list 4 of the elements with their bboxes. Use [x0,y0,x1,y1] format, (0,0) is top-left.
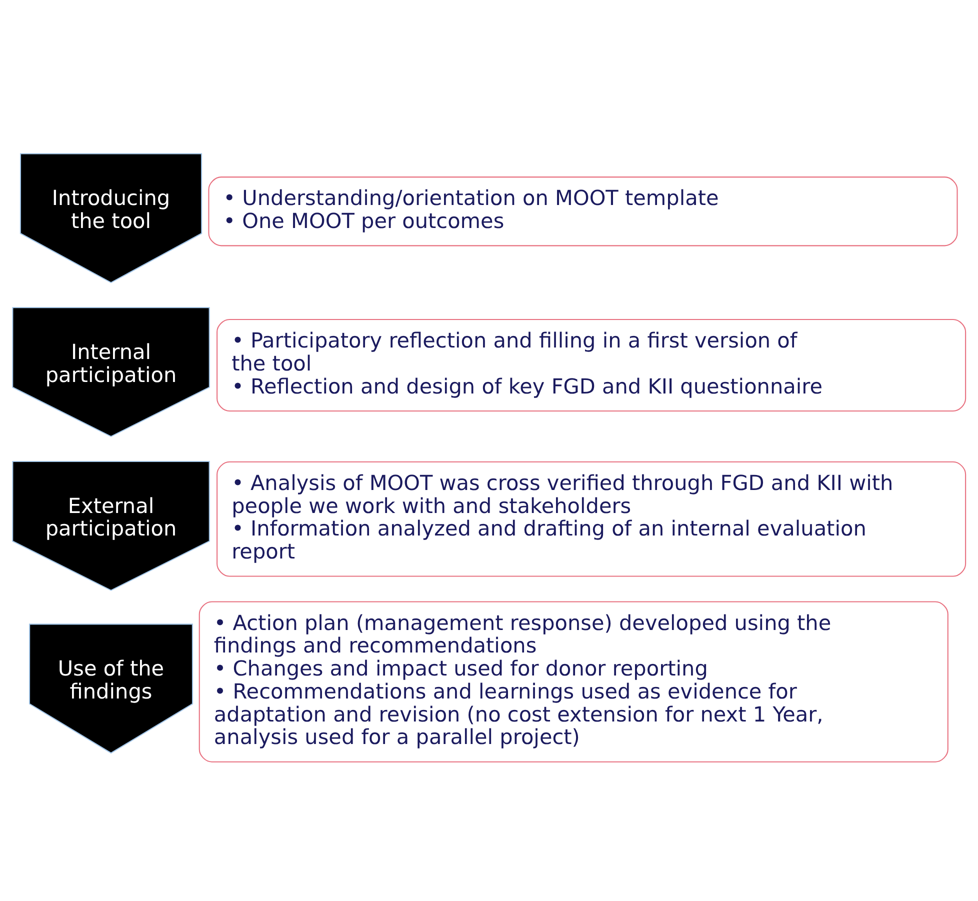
node-box: • Understanding/orientation on MOOT template • One MOOT per outcomes [208,176,958,246]
node-box: • Participatory reflection and filling in a first version of the tool • Reflection and design of key FGD and KII questionnaire [216,318,966,411]
node-box: • Action plan (management response) developed using the findings and recommendations • Changes and impact used for donor reporting • Recommendations and learnings used as evidence for adaptation and revision (no cost extension for next 1 Year, analysis used for a parallel project) [198,600,948,762]
node-box: • Analysis of MOOT was cross verified through FGD and KII with people we work with and stakeholders • Information analyzed and drafting of an internal evaluation report [216,460,966,576]
